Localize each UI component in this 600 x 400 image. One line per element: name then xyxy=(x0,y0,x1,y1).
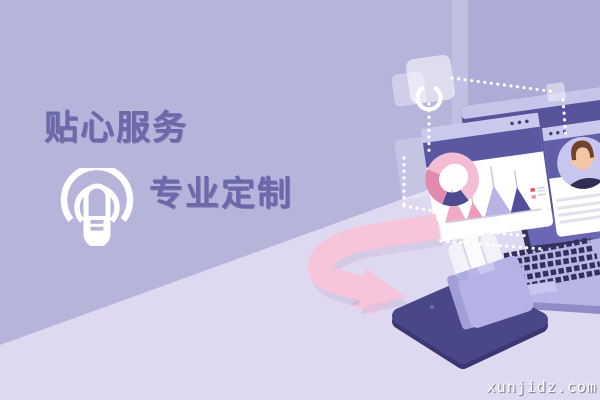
connector-node xyxy=(546,82,566,102)
browser-window-chart xyxy=(420,112,554,242)
window-titlebar xyxy=(420,112,540,144)
dotted-connectors xyxy=(402,76,568,251)
area-chart-icon xyxy=(445,166,542,224)
donut-chart-icon xyxy=(425,152,479,207)
slogan-secondary: 专业定制 xyxy=(149,175,293,213)
text-placeholder-lines xyxy=(556,191,600,224)
loading-card xyxy=(391,55,455,112)
watermark-text: xunjidz.com xyxy=(486,378,597,396)
slogan-primary: 贴心服务 xyxy=(44,109,188,147)
transfer-arrow-icon xyxy=(308,213,444,315)
touch-press-icon xyxy=(60,168,134,246)
chart-legend xyxy=(530,186,546,199)
documents-folder-icon xyxy=(447,232,534,330)
window-titlebar xyxy=(542,116,600,142)
window-menu-dots-icon xyxy=(510,119,529,126)
